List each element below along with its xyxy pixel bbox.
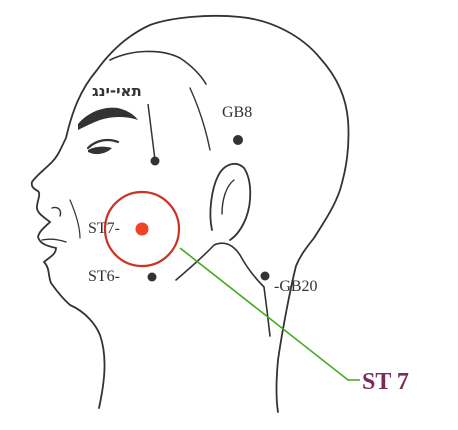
eye-lid: [88, 146, 112, 155]
st7-highlight-ring: [103, 190, 181, 268]
st7-point: [135, 222, 149, 236]
eyebrow: [78, 107, 138, 130]
cheek-line: [69, 199, 81, 239]
head-outline: [30, 14, 350, 413]
hairline-stroke: [109, 50, 207, 85]
st7-callout-label: ST 7: [362, 369, 409, 395]
temple-hair-stroke: [189, 87, 211, 151]
gb8-point: [233, 135, 243, 145]
hebrew-point-dot: [150, 156, 160, 166]
ear-inner-line: [221, 179, 235, 215]
gb8-label: GB8: [222, 104, 253, 121]
callout-leader-line: [179, 247, 360, 381]
hebrew-point-label: תאי-ינג: [92, 82, 142, 100]
st7-label: ST7-: [88, 220, 120, 237]
eye: [86, 138, 120, 150]
nostril: [51, 206, 62, 217]
gb20-point: [260, 271, 270, 281]
ear-outline: [209, 162, 252, 241]
st6-label: ST6-: [88, 268, 120, 285]
jaw-neck-line: [175, 242, 271, 337]
mouth-line: [41, 238, 67, 243]
gb20-label: -GB20: [274, 278, 318, 295]
st6-point: [147, 272, 157, 282]
hebrew-point-leader: [147, 103, 156, 161]
